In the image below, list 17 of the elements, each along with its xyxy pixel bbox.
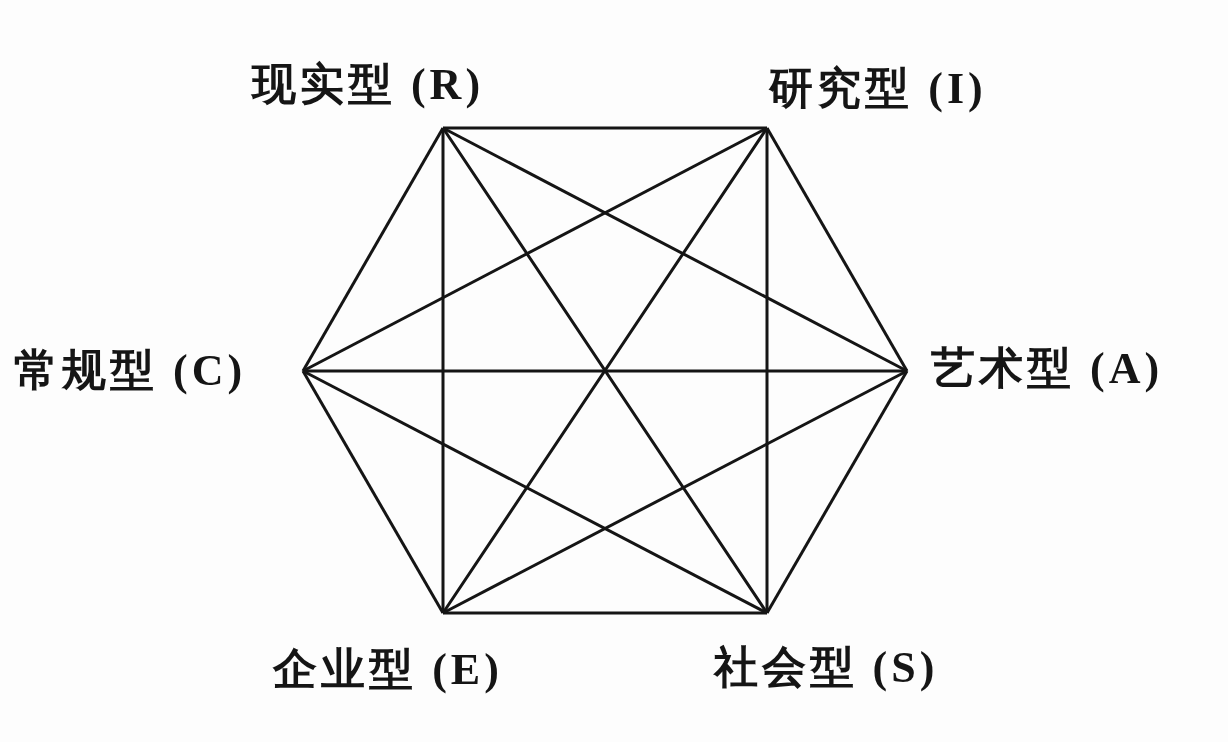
vertical-line xyxy=(441,128,445,613)
type-label: 企业型 (E) xyxy=(273,645,503,695)
falling-diagonal-line xyxy=(302,369,768,615)
rising-diagonal-line xyxy=(301,127,445,372)
type-label: 艺术型 (A) xyxy=(931,344,1164,394)
rising-diagonal-line xyxy=(442,369,908,615)
horizontal-line xyxy=(303,369,907,373)
vertical-line xyxy=(765,128,769,613)
horizontal-line xyxy=(443,611,767,615)
type-label: 现实型 (R) xyxy=(251,60,485,110)
falling-diagonal-line xyxy=(442,126,908,373)
type-label: 社会型 (S) xyxy=(713,643,939,693)
rising-diagonal-line xyxy=(302,126,768,373)
type-label: 常规型 (C) xyxy=(14,346,247,396)
horizontal-line xyxy=(443,126,767,130)
falling-diagonal-line xyxy=(301,370,445,614)
type-label: 研究型 (I) xyxy=(769,64,987,114)
